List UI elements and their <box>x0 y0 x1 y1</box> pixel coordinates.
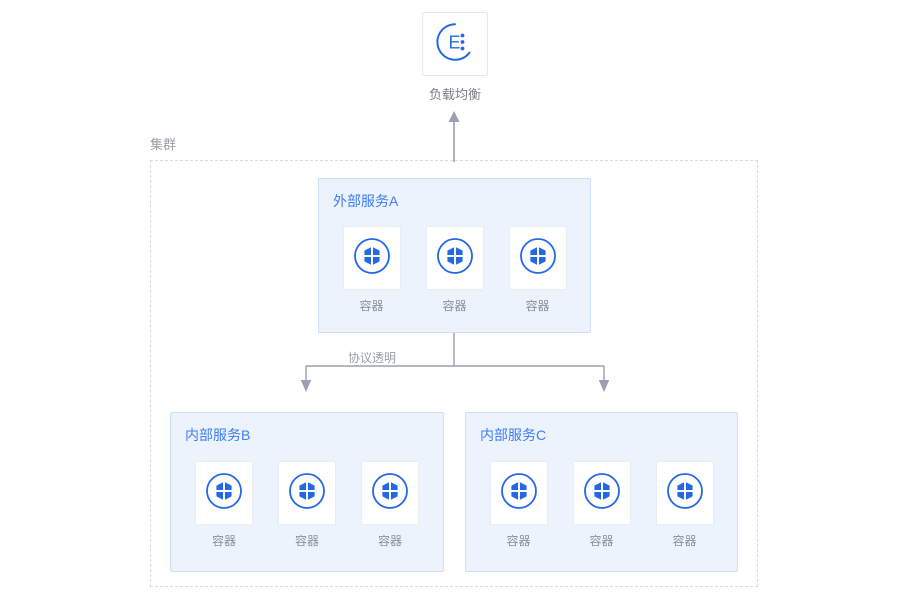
container-tile[interactable]: 容器 <box>655 461 714 549</box>
container-row: 容器 容器 <box>319 226 590 314</box>
container-tile[interactable]: 容器 <box>361 461 419 549</box>
container-icon <box>370 471 410 516</box>
service-title: 内部服务C <box>480 427 547 443</box>
container-icon <box>204 471 244 516</box>
container-row: 容器 容器 <box>466 461 737 549</box>
load-balancer-node[interactable]: E 负载均衡 <box>422 12 488 103</box>
container-label: 容器 <box>359 299 384 313</box>
container-icon-box <box>655 461 714 525</box>
arrow-up-to-load-balancer <box>440 110 468 162</box>
service-box-internal-service-b[interactable]: 内部服务B 容器 <box>170 412 444 572</box>
container-label: 容器 <box>377 534 402 548</box>
container-label: 容器 <box>294 534 319 548</box>
service-box-internal-service-c[interactable]: 内部服务C 容器 <box>465 412 738 572</box>
service-box-external-service-a[interactable]: 外部服务A 容器 <box>318 178 591 333</box>
container-icon-box <box>508 226 567 290</box>
container-icon <box>287 471 327 516</box>
container-icon <box>582 471 622 516</box>
container-icon <box>435 236 475 281</box>
cluster-label: 集群 <box>150 137 177 152</box>
load-balancer-label: 负载均衡 <box>428 87 481 102</box>
container-tile[interactable]: 容器 <box>342 226 401 314</box>
container-row: 容器 容器 <box>171 461 443 549</box>
branch-connector-label: 协议透明 <box>348 351 397 365</box>
container-label: 容器 <box>589 534 614 548</box>
container-icon-box <box>342 226 401 290</box>
container-icon <box>518 236 558 281</box>
container-icon <box>352 236 392 281</box>
container-label: 容器 <box>525 299 550 313</box>
container-icon <box>665 471 705 516</box>
load-balancer-icon: E <box>434 21 476 68</box>
container-icon-box <box>195 461 253 525</box>
container-icon <box>499 471 539 516</box>
container-icon-box <box>278 461 336 525</box>
container-tile[interactable]: 容器 <box>572 461 631 549</box>
container-icon-box <box>489 461 548 525</box>
container-label: 容器 <box>672 534 697 548</box>
container-label: 容器 <box>211 534 236 548</box>
container-label: 容器 <box>506 534 531 548</box>
container-tile[interactable]: 容器 <box>278 461 336 549</box>
container-tile[interactable]: 容器 <box>489 461 548 549</box>
container-icon-box <box>572 461 631 525</box>
service-title: 外部服务A <box>333 193 399 209</box>
service-title: 内部服务B <box>185 427 251 443</box>
container-tile[interactable]: 容器 <box>425 226 484 314</box>
branch-connector <box>295 333 615 413</box>
container-icon-box <box>361 461 419 525</box>
load-balancer-icon-box: E <box>422 12 488 76</box>
container-tile[interactable]: 容器 <box>195 461 253 549</box>
svg-text:E: E <box>449 32 461 52</box>
container-label: 容器 <box>442 299 467 313</box>
container-tile[interactable]: 容器 <box>508 226 567 314</box>
container-icon-box <box>425 226 484 290</box>
cluster-boundary <box>150 160 758 587</box>
